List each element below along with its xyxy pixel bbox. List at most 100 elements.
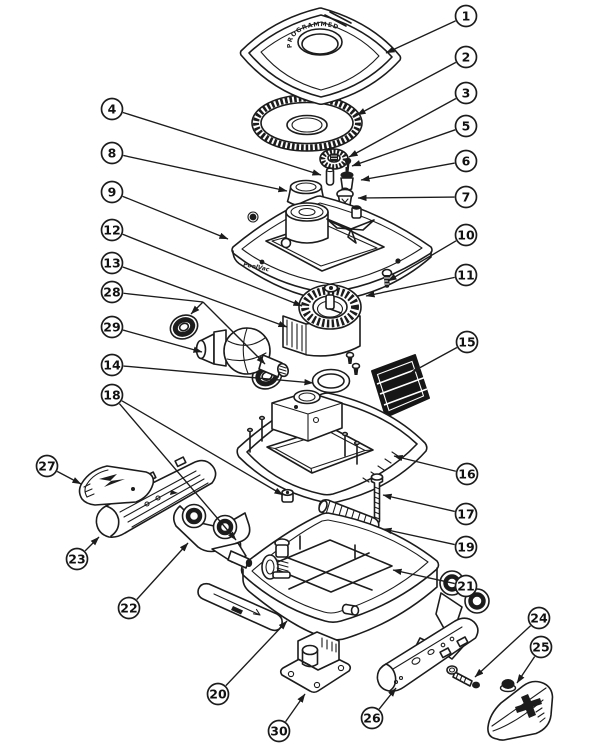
callout-circle-7 xyxy=(454,185,478,209)
callout-number-24: 24 xyxy=(530,611,548,626)
callout-25: 25 xyxy=(516,635,553,684)
callout-29: 29 xyxy=(100,315,203,353)
callout-12: 12 xyxy=(100,218,303,307)
callout-number-2: 2 xyxy=(462,50,471,65)
callout-layer: 1234567891011121314151617181920212223242… xyxy=(35,4,553,743)
callout-number-8: 8 xyxy=(108,146,117,161)
callout-18: 18 xyxy=(100,383,284,541)
callout-15: 15 xyxy=(411,330,479,373)
part-wing-left xyxy=(95,456,217,538)
callout-9: 9 xyxy=(100,180,229,240)
callout-30: 30 xyxy=(267,693,306,743)
callout-number-7: 7 xyxy=(462,190,471,205)
callout-number-15: 15 xyxy=(458,335,475,350)
callout-number-12: 12 xyxy=(103,223,120,238)
callout-circle-1 xyxy=(454,4,478,28)
callout-number-25: 25 xyxy=(532,640,549,655)
callout-circle-2 xyxy=(454,45,478,69)
callout-number-19: 19 xyxy=(457,540,474,555)
callout-circle-24 xyxy=(527,606,551,630)
part-o-ring xyxy=(311,368,351,394)
callout-1: 1 xyxy=(385,4,478,54)
callout-17: 17 xyxy=(382,493,478,526)
part-valve-fitting xyxy=(340,167,354,192)
callout-circle-11 xyxy=(454,263,478,287)
callout-number-29: 29 xyxy=(103,320,120,335)
callout-24: 24 xyxy=(474,606,551,678)
callout-number-5: 5 xyxy=(462,119,471,134)
callout-number-27: 27 xyxy=(38,459,55,474)
callout-number-13: 13 xyxy=(103,256,120,271)
callout-circle-19 xyxy=(454,535,478,559)
callout-11: 11 xyxy=(365,263,478,298)
callout-20: 20 xyxy=(206,620,288,706)
callout-circle-6 xyxy=(454,149,478,173)
callout-number-28: 28 xyxy=(103,285,120,300)
callout-number-22: 22 xyxy=(120,601,137,616)
callout-number-9: 9 xyxy=(108,185,117,200)
part-lower-body xyxy=(240,512,440,641)
callout-circle-13 xyxy=(100,251,124,275)
callout-circle-28 xyxy=(100,280,124,304)
callout-circle-10 xyxy=(454,223,478,247)
callout-7: 7 xyxy=(357,185,478,209)
callout-number-6: 6 xyxy=(462,154,471,169)
callout-circle-5 xyxy=(454,114,478,138)
callout-circle-12 xyxy=(100,218,124,242)
callout-28: 28 xyxy=(100,280,266,365)
callout-circle-21 xyxy=(454,574,478,598)
callout-23: 23 xyxy=(65,536,100,571)
callout-number-3: 3 xyxy=(462,86,471,101)
callout-circle-9 xyxy=(100,180,124,204)
part-lock-nut xyxy=(281,488,294,503)
callout-circle-23 xyxy=(65,547,89,571)
callout-22: 22 xyxy=(117,542,189,620)
part-wing-screw xyxy=(446,665,480,689)
part-top-cover: PROGRAMMED xyxy=(239,7,402,106)
callout-circle-4 xyxy=(100,97,124,121)
callout-circle-22 xyxy=(117,596,141,620)
callout-number-14: 14 xyxy=(103,358,121,373)
callout-circle-16 xyxy=(455,462,479,486)
callout-circle-25 xyxy=(529,635,553,659)
callout-circle-8 xyxy=(100,141,124,165)
callout-10: 10 xyxy=(387,223,478,282)
part-bracket-foot xyxy=(279,631,352,694)
callout-2: 2 xyxy=(356,45,478,116)
part-ring-gear xyxy=(251,94,363,152)
callout-number-1: 1 xyxy=(462,9,471,24)
part-skirt xyxy=(197,582,283,632)
callout-circle-14 xyxy=(100,353,124,377)
callout-6: 6 xyxy=(360,149,478,182)
callout-number-10: 10 xyxy=(457,228,475,243)
callout-number-16: 16 xyxy=(458,467,476,482)
part-deflector-left xyxy=(78,465,155,506)
callout-number-11: 11 xyxy=(457,268,474,283)
callout-27: 27 xyxy=(35,454,82,485)
callout-number-20: 20 xyxy=(209,687,227,702)
callout-26: 26 xyxy=(360,687,397,730)
callout-21: 21 xyxy=(392,568,478,598)
part-bearing-front xyxy=(169,314,199,340)
callout-circle-26 xyxy=(360,706,384,730)
callout-circle-20 xyxy=(206,682,230,706)
callout-5: 5 xyxy=(351,114,478,167)
callout-14: 14 xyxy=(100,353,314,386)
part-pin xyxy=(325,167,335,186)
part-cap-nut xyxy=(499,679,517,693)
callout-circle-27 xyxy=(35,454,59,478)
callout-16: 16 xyxy=(393,454,479,486)
part-turbine-spindle xyxy=(195,327,289,378)
callout-13: 13 xyxy=(100,251,288,328)
callout-number-17: 17 xyxy=(457,507,474,522)
callout-circle-29 xyxy=(100,315,124,339)
part-drive-gear xyxy=(298,283,362,330)
part-pinion-gear xyxy=(319,148,349,170)
callout-number-18: 18 xyxy=(103,388,120,403)
callout-circle-30 xyxy=(267,719,291,743)
callout-number-21: 21 xyxy=(457,579,474,594)
callout-number-23: 23 xyxy=(68,552,85,567)
callout-circle-15 xyxy=(455,330,479,354)
